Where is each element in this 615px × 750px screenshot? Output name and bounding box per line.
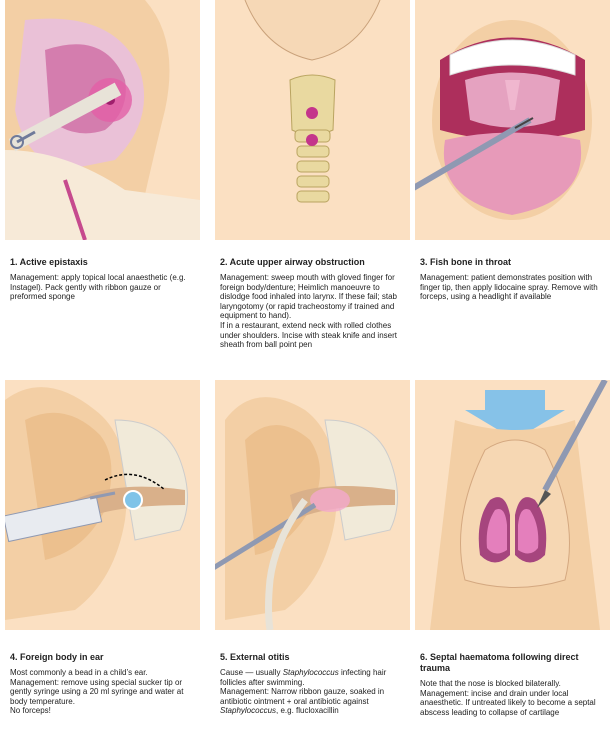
panel-6-body-line-2: Management: incise and drain under local… <box>420 689 605 718</box>
epistaxis-illustration <box>5 0 200 240</box>
ear-syringe-illustration <box>5 380 200 630</box>
throat-illustration <box>415 0 610 240</box>
panel-4-body-line-2: Management: remove using special sucker … <box>10 678 195 707</box>
panel-5-body-line-1: Cause — usually Staphylococcus infecting… <box>220 668 405 687</box>
panel-4-body-line-1: Most commonly a bead in a child’s ear. <box>10 668 195 678</box>
panel-4-body-line-3: No forceps! <box>10 706 195 716</box>
panel-5-text-organism-2: Staphylococcus <box>220 706 276 715</box>
panel-5-title: 5. External otitis <box>220 652 405 663</box>
panel-1-body: Management: apply topical local anaesthe… <box>10 273 195 302</box>
panel-5-text-management-end: , e.g. flucloxacillin <box>276 706 339 715</box>
nose-illustration <box>415 380 610 630</box>
panel-2-body-line-2: If in a restaurant, extend neck with rol… <box>220 321 405 350</box>
panel-6-body: Note that the nose is blocked bilaterall… <box>420 679 605 717</box>
panel-3-title: 3. Fish bone in throat <box>420 257 605 268</box>
panel-6-title: 6. Septal haematoma following direct tra… <box>420 652 605 674</box>
panel-3-body: Management: patient demonstrates positio… <box>420 273 605 302</box>
panel-5-body-line-2: Management: Narrow ribbon gauze, soaked … <box>220 687 405 716</box>
panel-1-title: 1. Active epistaxis <box>10 257 195 268</box>
panel-4-body: Most commonly a bead in a child’s ear. M… <box>10 668 195 716</box>
panel-5-text-cause: Cause — usually <box>220 668 283 677</box>
otitis-illustration <box>215 380 410 630</box>
panel-5-text-organism: Staphylococcus <box>283 668 339 677</box>
panel-4-title: 4. Foreign body in ear <box>10 652 195 663</box>
panel-6-body-line-1: Note that the nose is blocked bilaterall… <box>420 679 605 689</box>
panel-2-title: 2. Acute upper airway obstruction <box>220 257 405 268</box>
panel-2-body-line-1: Management: sweep mouth with gloved fing… <box>220 273 405 321</box>
panel-5-text-management: Management: Narrow ribbon gauze, soaked … <box>220 687 384 706</box>
larynx-illustration <box>215 0 410 240</box>
panel-2-body: Management: sweep mouth with gloved fing… <box>220 273 405 350</box>
panel-5-body: Cause — usually Staphylococcus infecting… <box>220 668 405 716</box>
